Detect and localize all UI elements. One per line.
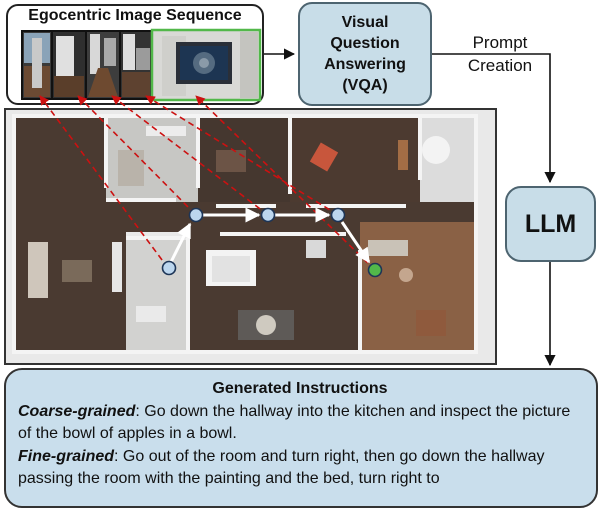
navigation-path [169,207,371,264]
coarse-grained-instruction: Coarse-grained: Go down the hallway into… [18,401,582,446]
llm-box: LLM [505,186,596,262]
trace-line-1 [39,95,169,269]
furniture [28,126,450,340]
vqa-label: Visual Question Answering (VQA) [324,14,406,94]
coarse-grained-text: : Go down the hallway into the kitchen a… [18,402,571,443]
trace-line-3 [111,95,269,216]
path-segment-4 [340,221,371,264]
trace-line-2 [77,95,196,215]
generated-instructions-box: Generated Instructions Coarse-grained: G… [4,368,598,508]
vqa-box: Visual Question Answering (VQA) [298,2,432,106]
fine-grained-instruction: Fine-grained: Go out of the room and tur… [18,446,582,491]
frame-1 [21,30,53,100]
path-node-goal [367,262,383,278]
prompt-creation-label: Prompt Creation [467,33,533,75]
coarse-grained-label: Coarse-grained [18,402,136,420]
path-nodes [161,207,383,278]
frame-5-goal [150,28,262,102]
vqa-to-llm-arrow [432,53,556,184]
floor-plan-map [4,108,497,365]
path-node-2 [188,207,204,223]
frame-4 [119,30,153,100]
path-node-start [161,260,177,276]
instructions-title: Generated Instructions [212,380,388,397]
egocentric-frames [21,28,262,102]
fine-grained-text: : Go out of the room and turn right, the… [18,447,545,488]
diagram-overlay [39,48,556,367]
path-node-3 [260,207,276,223]
frame-2 [51,30,87,100]
trace-line-4 [145,95,339,216]
path-segment-1 [169,222,192,263]
llm-label: LLM [524,209,577,238]
egocentric-sequence-box: Egocentric Image Sequence [6,4,264,105]
trace-line-5 [195,95,376,271]
path-node-4 [330,207,346,223]
frame-trace-lines [39,95,376,271]
fine-grained-label: Fine-grained [18,447,115,465]
floor-plan-drawing [6,110,495,363]
egocentric-sequence-title: Egocentric Image Sequence [28,7,242,24]
frame-3 [85,30,121,100]
